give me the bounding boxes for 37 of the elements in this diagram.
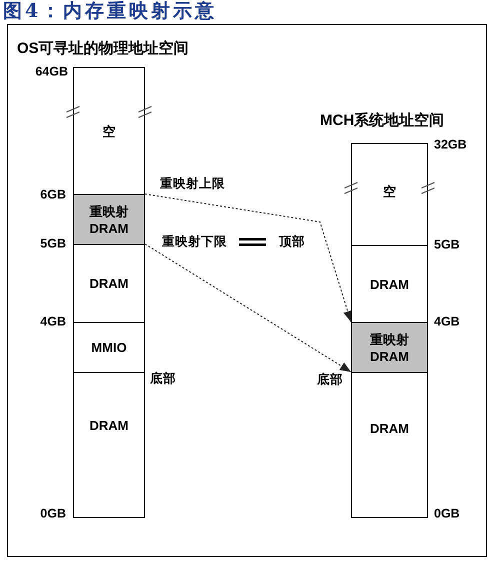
address-space-title: MCH系统地址空间 [320, 112, 444, 130]
address-space-title: OS可寻址的物理地址空间 [17, 40, 189, 58]
address-label: 4GB [434, 314, 460, 330]
figure-title: 图4：内存重映射示意 [3, 0, 218, 22]
address-label: 5GB [434, 238, 460, 252]
dotted-arrow [144, 194, 352, 322]
memory-region [73, 67, 145, 195]
address-label: 5GB [40, 236, 66, 252]
segment-label: 空 [102, 122, 116, 140]
segment-label: MMIO [91, 339, 127, 356]
address-label: 0GB [40, 506, 66, 522]
address-label: 6GB [40, 188, 66, 202]
boundary-label: 顶部 [279, 234, 305, 250]
segment-label: 重映射 DRAM [88, 202, 130, 236]
remapped-memory-region [73, 194, 145, 245]
memory-region [73, 372, 145, 518]
memory-region [351, 245, 428, 323]
boundary-label: 重映射上限 [160, 176, 225, 192]
memory-region [73, 244, 145, 323]
address-label: 32GB [434, 138, 467, 152]
segment-label: 空 [383, 183, 396, 200]
boundary-label: 底部 [317, 372, 343, 388]
boundary-label: 底部 [150, 372, 176, 386]
memory-region [351, 143, 428, 246]
memory-region [73, 322, 145, 373]
address-label: 0GB [434, 506, 460, 522]
segment-label: DRAM [370, 276, 409, 292]
segment-label: 重映射 DRAM [369, 330, 410, 364]
dotted-arrow [144, 244, 352, 372]
segment-label: DRAM [370, 420, 409, 436]
address-label: 4GB [40, 314, 66, 330]
boundary-label: 重映射下限 [162, 234, 227, 250]
address-label: 64GB [35, 64, 68, 80]
segment-label: DRAM [90, 275, 128, 292]
segment-label: DRAM [90, 416, 128, 434]
memory-region [351, 372, 428, 518]
remapped-memory-region [351, 322, 428, 373]
